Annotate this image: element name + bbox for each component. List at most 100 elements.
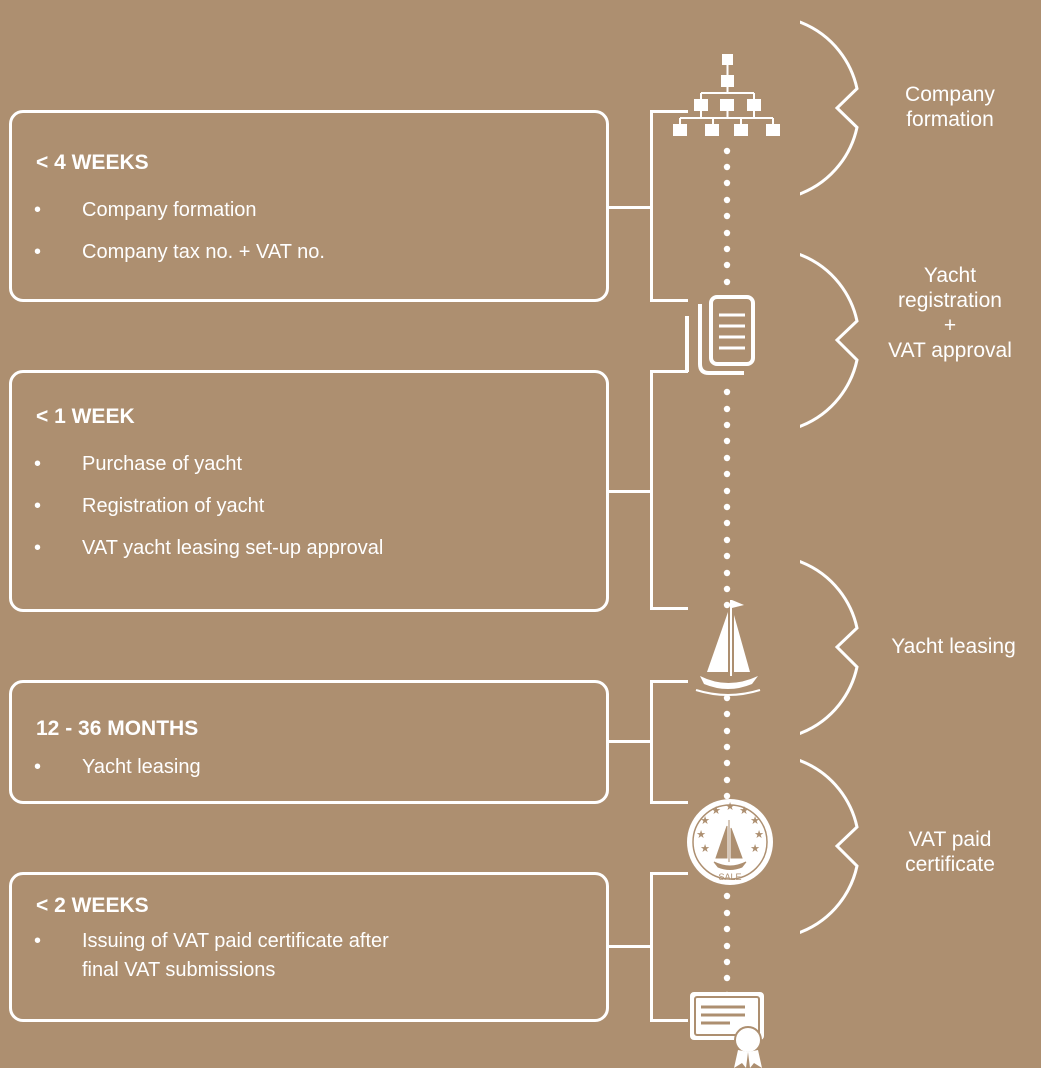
- bullet-icon: •: [34, 241, 42, 263]
- timeline-dot: [723, 536, 731, 544]
- bracket-connector: [609, 740, 652, 743]
- phase-item-label: VAT yacht leasing set-up approval: [82, 537, 384, 559]
- timeline-dot: [723, 229, 731, 237]
- phase-items: • Company formation • Company tax no. + VA…: [12, 196, 606, 267]
- phase-item-label: Purchase of yacht: [82, 453, 243, 475]
- bubble-yacht-leasing: [800, 560, 859, 735]
- svg-text:★: ★: [696, 829, 706, 841]
- bullet-icon: •: [34, 930, 42, 952]
- timeline-bracket: [650, 872, 688, 1022]
- timeline-dot: [723, 405, 731, 413]
- svg-text:★: ★: [750, 815, 760, 827]
- list-item: • Issuing of VAT paid certificate after f…: [12, 927, 606, 985]
- timeline-dot: [723, 892, 731, 900]
- bullet-icon: •: [34, 756, 42, 778]
- phase-box-4: < 2 WEEKS • Issuing of VAT paid certifica…: [9, 872, 609, 1022]
- phase-box-1: < 4 WEEKS • Company formation • Company ta…: [9, 110, 609, 302]
- bubble-label-vat-certificate: VAT paid certificate: [905, 828, 995, 876]
- timeline-dot: [723, 278, 731, 286]
- bubble-vat-certificate: [800, 759, 859, 934]
- bubble-shape: [800, 20, 859, 934]
- timeline-dot: [723, 958, 731, 966]
- timeline-dot: [723, 196, 731, 204]
- bubble-company-formation: [800, 20, 859, 196]
- list-item: • Company formation: [12, 196, 606, 225]
- phase-items: • Issuing of VAT paid certificate after f…: [12, 927, 606, 985]
- timeline-dot: [723, 163, 731, 171]
- svg-text:★: ★: [711, 805, 721, 817]
- org-chart-icon: [673, 54, 780, 136]
- phase-items: • Purchase of yacht • Registration of yach…: [12, 450, 606, 563]
- timeline-dot: [723, 487, 731, 495]
- phase-title: < 1 WEEK: [36, 405, 135, 428]
- phase-item-label: Registration of yacht: [82, 495, 265, 517]
- seal-label: SALE: [718, 872, 741, 882]
- timeline-dot: [723, 519, 731, 527]
- list-item: • Registration of yacht: [12, 492, 606, 521]
- eu-vat-seal-icon: ★ ★ ★ ★ ★ ★ ★ ★ ★ SALE: [687, 799, 773, 885]
- list-item: • VAT yacht leasing set-up approval: [12, 534, 606, 563]
- documents-icon: [685, 295, 755, 375]
- bubble-label-yacht-leasing: Yacht leasing: [891, 635, 1016, 658]
- sailboat-icon: [695, 600, 761, 696]
- timeline-dot: [723, 421, 731, 429]
- timeline-dot: [723, 974, 731, 982]
- timeline-dot: [723, 552, 731, 560]
- bracket-connector: [609, 206, 652, 209]
- certificate-icon: [690, 992, 764, 1068]
- timeline-dot: [723, 437, 731, 445]
- phase-box-3: 12 - 36 MONTHS • Yacht leasing: [9, 680, 609, 804]
- timeline-dot: [723, 261, 731, 269]
- timeline-dot: [723, 776, 731, 784]
- svg-text:★: ★: [700, 815, 710, 827]
- timeline-dot: [723, 388, 731, 396]
- timeline-dot: [723, 694, 731, 702]
- timeline-dot: [723, 727, 731, 735]
- bullet-icon: •: [34, 199, 42, 221]
- phase-item-label: Yacht leasing: [82, 756, 201, 778]
- timeline-dot: [723, 759, 731, 767]
- bracket-connector: [609, 945, 652, 948]
- svg-text:★: ★: [750, 843, 760, 855]
- bubble-yacht-registration: [800, 253, 859, 428]
- timeline-dot: [723, 585, 731, 593]
- timeline-dot: [723, 792, 731, 800]
- timeline-dot: [723, 454, 731, 462]
- timeline-bracket: [650, 680, 688, 804]
- timeline-dot: [723, 503, 731, 511]
- phase-title: < 2 WEEKS: [36, 894, 149, 917]
- timeline-dot: [723, 569, 731, 577]
- svg-text:★: ★: [700, 843, 710, 855]
- timeline-dot: [723, 179, 731, 187]
- phase-item-label: Issuing of VAT paid certificate after fi…: [82, 930, 389, 981]
- timeline-dot: [723, 470, 731, 478]
- timeline-dot: [723, 601, 731, 609]
- timeline-bracket: [650, 370, 688, 610]
- timeline-dot: [723, 909, 731, 917]
- phase-items: • Yacht leasing: [12, 753, 606, 782]
- list-item: • Company tax no. + VAT no.: [12, 238, 606, 267]
- timeline-dot: [723, 212, 731, 220]
- bracket-connector: [609, 490, 652, 493]
- timeline-dot: [723, 925, 731, 933]
- bullet-icon: •: [34, 453, 42, 475]
- list-item: • Purchase of yacht: [12, 450, 606, 479]
- svg-text:★: ★: [739, 805, 749, 817]
- bullet-icon: •: [34, 495, 42, 517]
- phase-title: < 4 WEEKS: [36, 151, 149, 174]
- timeline-bracket: [650, 110, 688, 302]
- timeline-dot: [723, 147, 731, 155]
- timeline-dot: [723, 710, 731, 718]
- timeline-dot: [723, 942, 731, 950]
- phase-title: 12 - 36 MONTHS: [36, 717, 199, 740]
- phase-item-label: Company formation: [82, 199, 257, 221]
- bubble-label-company-formation: Company formation: [905, 83, 995, 131]
- bubble-label-yacht-registration: Yacht registration + VAT approval: [888, 264, 1012, 362]
- timeline-dot: [723, 743, 731, 751]
- timeline-dot: [723, 245, 731, 253]
- bullet-icon: •: [34, 537, 42, 559]
- phase-item-label: Company tax no. + VAT no.: [82, 241, 325, 263]
- phase-box-2: < 1 WEEK • Purchase of yacht • Registratio…: [9, 370, 609, 612]
- list-item: • Yacht leasing: [12, 753, 606, 782]
